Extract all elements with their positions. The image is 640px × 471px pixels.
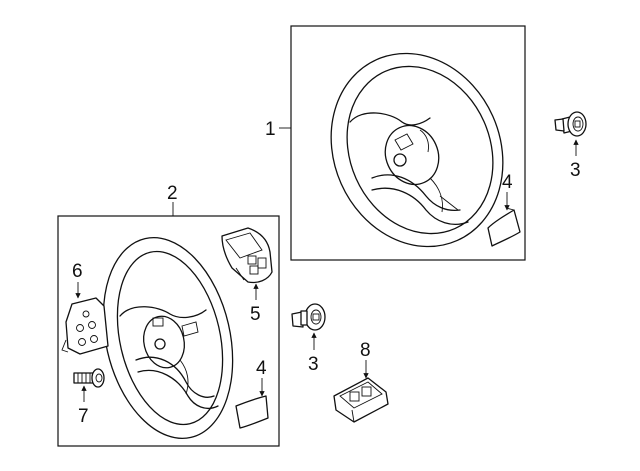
- steering-wheel-2: [102, 236, 234, 440]
- bolt-3-lower: [291, 303, 326, 331]
- callout-3-upper: 3: [570, 160, 581, 181]
- bolt-3-upper: [554, 111, 587, 137]
- callout-4-upper: 4: [502, 172, 513, 193]
- callout-2: 2: [167, 183, 178, 204]
- callout-6: 6: [72, 261, 83, 282]
- steering-wheel-1: [330, 52, 504, 248]
- assembly-box-1: [290, 25, 526, 261]
- switch-assembly-5: [221, 227, 273, 284]
- callout-1: 1: [265, 119, 276, 140]
- screw-7: [73, 368, 105, 388]
- leader-lines: [75, 127, 579, 402]
- callout-3-lower: 3: [308, 354, 319, 375]
- callout-4-lower: 4: [256, 358, 267, 379]
- callout-5: 5: [250, 304, 261, 325]
- switch-module-8: [333, 377, 389, 423]
- switch-plate-6: [61, 297, 109, 355]
- trim-cover-4-lower: [235, 395, 269, 429]
- callout-8: 8: [360, 340, 371, 361]
- callout-7: 7: [78, 406, 89, 427]
